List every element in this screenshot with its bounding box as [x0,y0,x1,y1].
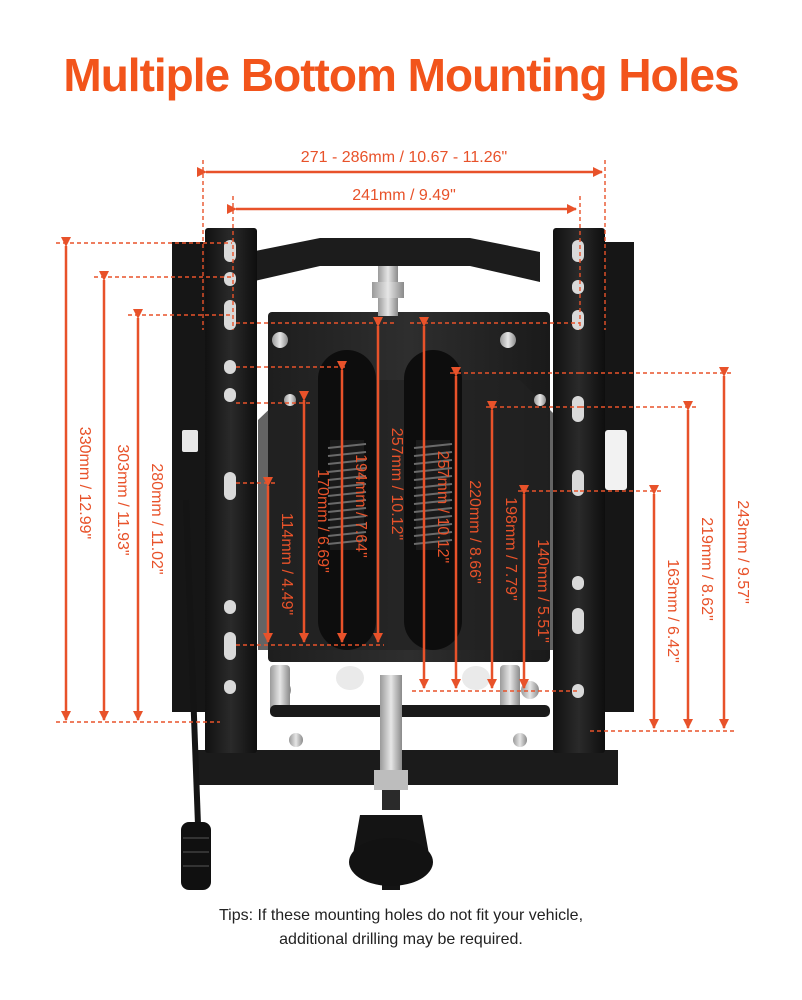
lever-rod [183,499,201,826]
dim-257-right-label: 257mm / 10.12" [434,451,451,563]
dim-194-label: 194mm / 7.64" [352,454,369,558]
dimension-lines [56,160,734,732]
dim-198-label: 198mm / 7.79" [502,497,519,601]
bottom-rod [270,705,550,717]
left-spring [327,440,367,550]
lever-grip [181,822,211,890]
dim-163-label: 163mm / 6.42" [664,559,681,663]
outer-width-label: 271 - 286mm / 10.67 - 11.26" [301,149,507,166]
dim-280-label: 280mm / 11.02" [148,463,165,574]
side-hardware [270,332,546,747]
seat-suspension-illustration [172,228,634,890]
top-crossbar [250,238,540,282]
dim-330-label: 330mm / 12.99" [76,427,93,539]
tips-line-2: additional drilling may be required. [279,931,523,948]
right-rail-slots [572,240,584,698]
dim-257-left-label: 257mm / 10.12" [388,428,405,540]
dim-303-label: 303mm / 11.93" [114,444,131,555]
dim-140-label: 140mm / 5.51" [534,539,551,643]
dim-170-label: 170mm / 6.69" [314,469,331,573]
tips-note: Tips: If these mounting holes do not fit… [0,904,802,952]
roller-left [336,666,364,690]
roller-right [462,666,490,690]
dim-114-label: 114mm / 4.49" [278,513,295,615]
inner-width-label: 241mm / 9.49" [352,187,456,204]
dim-220-label: 220mm / 8.66" [466,480,483,584]
dimension-labels: 271 - 286mm / 10.67 - 11.26" 241mm / 9.4… [76,144,751,663]
center-shaft [380,675,402,785]
tips-line-1: Tips: If these mounting holes do not fit… [218,907,584,924]
dim-219-label: 219mm / 8.62" [698,517,715,621]
dim-243-label: 243mm / 9.57" [734,500,751,604]
page-title: Multiple Bottom Mounting Holes [63,49,739,101]
